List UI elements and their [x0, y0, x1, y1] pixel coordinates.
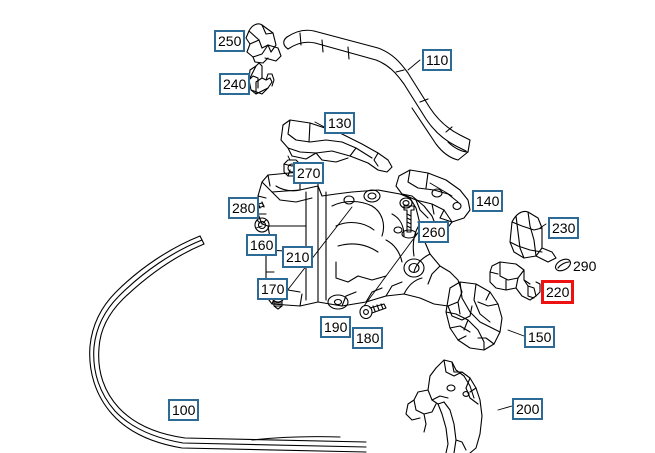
part-190-washer [327, 294, 349, 310]
callout-160[interactable]: 160 [246, 234, 278, 256]
callout-130[interactable]: 130 [324, 112, 356, 134]
callout-230[interactable]: 230 [548, 217, 580, 239]
part-250-bracket [245, 23, 282, 64]
part-230-airguide [509, 210, 557, 263]
callout-220-selected[interactable]: 220 [541, 280, 575, 304]
callout-150[interactable]: 150 [524, 326, 556, 348]
callout-240[interactable]: 240 [219, 73, 251, 95]
callout-170[interactable]: 170 [257, 278, 289, 300]
callout-210[interactable]: 210 [282, 246, 314, 268]
part-180-bolt [359, 303, 387, 320]
part-220-ductbracket [489, 261, 541, 301]
callout-280[interactable]: 280 [228, 197, 260, 219]
part-260-screw [401, 205, 417, 239]
part-200-hingebracket [405, 359, 483, 453]
callout-200[interactable]: 200 [512, 398, 544, 420]
callout-190[interactable]: 190 [320, 316, 352, 338]
callout-290[interactable]: 290 [573, 258, 597, 274]
callout-180[interactable]: 180 [352, 327, 384, 349]
callout-140[interactable]: 140 [472, 190, 504, 212]
callout-260[interactable]: 260 [418, 221, 450, 243]
part-290-clip [555, 258, 571, 272]
callout-270[interactable]: 270 [293, 162, 325, 184]
part-110-rail [283, 29, 471, 161]
part-240-bracket [248, 62, 275, 95]
callout-110[interactable]: 110 [422, 49, 453, 71]
leader-lines [175, 59, 547, 415]
part-130-crossbrace [280, 119, 393, 173]
part-160-grommet [254, 217, 270, 233]
part-100-seal [89, 235, 367, 453]
callout-100[interactable]: 100 [168, 399, 200, 421]
callout-250[interactable]: 250 [214, 30, 246, 52]
part-150-lowerpanel [445, 281, 503, 351]
